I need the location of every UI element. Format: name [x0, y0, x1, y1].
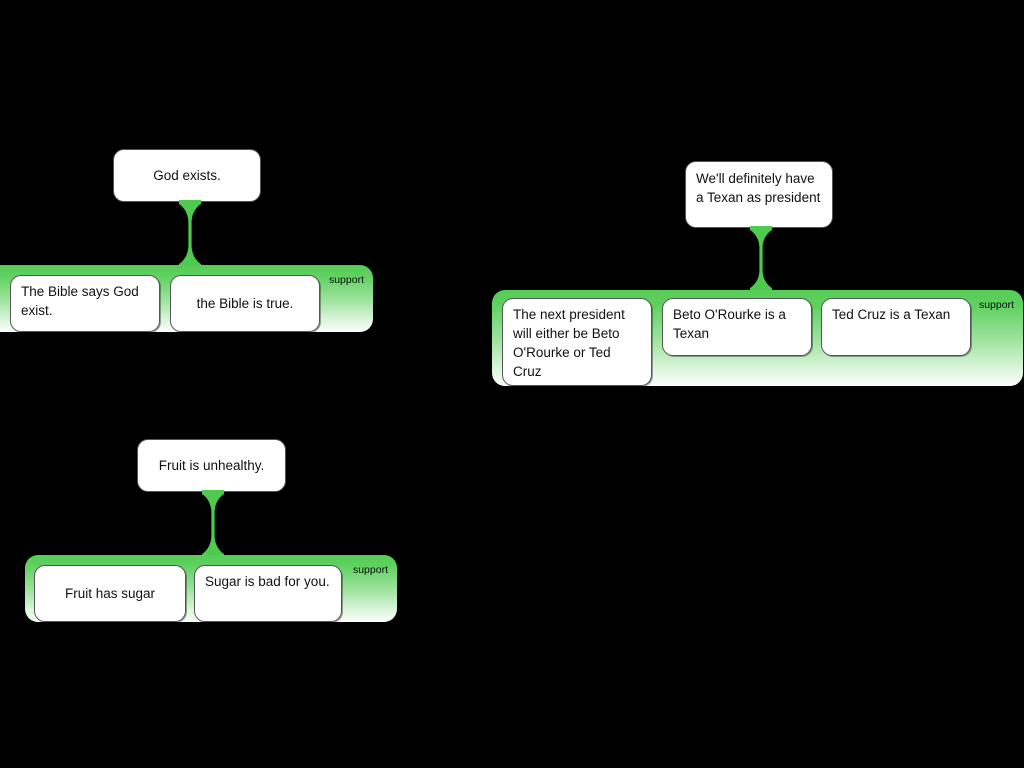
conclusion-box-fruit-unhealthy[interactable]: Fruit is unhealthy. — [137, 439, 286, 492]
support-relation-label: support — [352, 564, 388, 576]
support-connector-fruit-unhealthy — [199, 490, 227, 558]
premise-box-sugar-bad[interactable]: Sugar is bad for you. — [194, 565, 342, 622]
premise-box-cruz-texan[interactable]: Ted Cruz is a Texan — [821, 298, 971, 356]
premise-box-bible-true[interactable]: the Bible is true. — [170, 275, 320, 332]
conclusion-text: We'll definitely have a Texan as preside… — [696, 171, 821, 205]
premise-text: Ted Cruz is a Texan — [832, 307, 951, 322]
premise-text: The next president will either be Beto O… — [513, 307, 625, 379]
conclusion-text: Fruit is unhealthy. — [158, 458, 265, 473]
support-relation-label: support — [328, 274, 364, 286]
conclusion-text: God exists. — [153, 168, 221, 183]
support-relation-label: support — [978, 299, 1014, 311]
support-connector-god-exists — [176, 200, 204, 268]
conclusion-box-god-exists[interactable]: God exists. — [113, 149, 261, 202]
premise-box-bible-says[interactable]: The Bible says God exist. — [10, 275, 160, 332]
support-connector-texan-president — [747, 226, 775, 292]
premise-text: Fruit has sugar — [64, 586, 156, 601]
premise-text: The Bible says God exist. — [21, 284, 139, 318]
premise-box-next-president[interactable]: The next president will either be Beto O… — [502, 298, 652, 386]
premise-box-beto-texan[interactable]: Beto O'Rourke is a Texan — [662, 298, 812, 356]
premise-box-fruit-has-sugar[interactable]: Fruit has sugar — [34, 565, 186, 622]
premise-text: Sugar is bad for you. — [205, 574, 330, 589]
premise-text: Beto O'Rourke is a Texan — [673, 307, 786, 341]
conclusion-box-texan-president[interactable]: We'll definitely have a Texan as preside… — [685, 161, 833, 228]
premise-text: the Bible is true. — [196, 296, 294, 311]
